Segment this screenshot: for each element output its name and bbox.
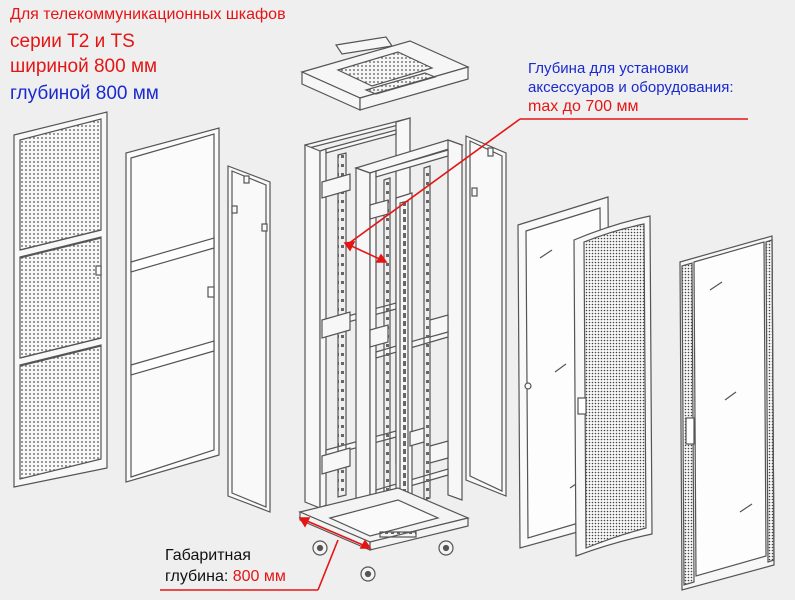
front-mounting-rails [354, 139, 464, 529]
right-side-panel [465, 135, 507, 497]
overall-note-prefix: глубина: [165, 568, 233, 585]
heading-line-4: глубиной 800 мм [10, 83, 159, 104]
framed-glass-door [679, 235, 775, 591]
overall-depth-arrow [160, 517, 372, 591]
depth-note-line-3: max до 700 мм [528, 98, 639, 115]
heading-line-2: серии T2 и TS [10, 31, 135, 52]
heading-line-3: шириной 800 мм [10, 56, 158, 77]
depth-note-line-1: Глубина для установки [528, 60, 689, 77]
depth-arrow [343, 118, 748, 263]
rear-solid-door [125, 127, 220, 483]
heading-line-1: Для телекоммуникационных шкафов [10, 6, 286, 23]
perforated-front-door [13, 111, 108, 488]
overall-note-line-2: глубина: 800 мм [165, 568, 286, 586]
side-panel [227, 165, 271, 513]
depth-note-line-2: аксессуаров и оборудования: [528, 79, 734, 96]
overall-note-line-1: Габаритная [165, 547, 251, 564]
overall-note-value: 800 мм [232, 568, 286, 585]
curved-perforated-door [573, 215, 653, 557]
roof-panel [300, 36, 470, 111]
